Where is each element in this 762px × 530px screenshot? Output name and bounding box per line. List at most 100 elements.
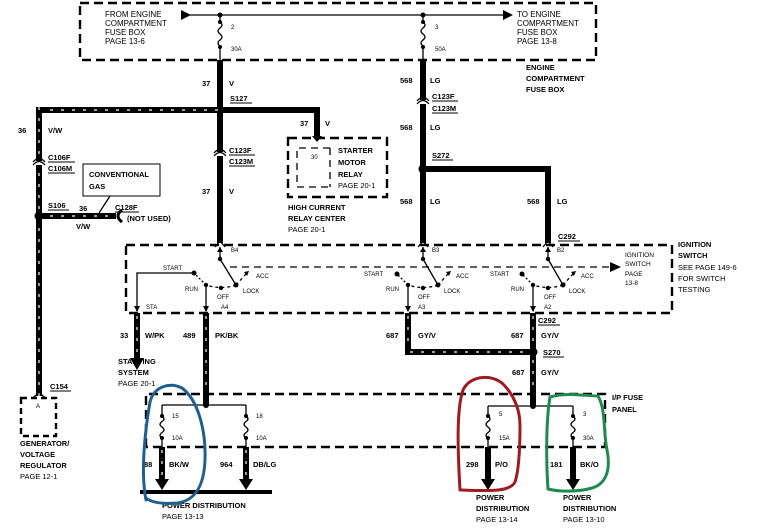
engine-fuse-box-title: COMPARTMENT [526,74,585,83]
bus-junction [203,402,209,408]
circuit-964: 964 DB/LG [220,447,276,490]
fuse-rating: 10A [172,436,183,442]
switch-blade [422,258,439,286]
ip-fuse-panel: I/P FUSE PANEL 15 10A 18 10A [144,392,643,449]
engine-fuse-box: FROM ENGINE COMPARTMENT FUSE BOX PAGE 13… [78,1,598,94]
acc-travel [437,273,449,286]
destination-page-ref[interactable]: PAGE 20-1 [118,379,155,388]
connector-c123-icon[interactable] [213,148,227,157]
switch-note: TESTING [678,285,711,294]
connector-label: C123F [432,92,455,101]
position-label-start: START [364,272,383,278]
splice-s270[interactable] [528,347,538,357]
wire-color: GY/V [418,331,436,340]
to-label-line: TO ENGINE [517,10,561,19]
generator-outline [19,396,58,438]
fuse-5[interactable]: 5 15A [485,406,510,447]
callout-text: CONVENTIONAL [89,170,149,179]
pin-label: B2 [557,248,565,254]
wire-number: 568 [400,197,413,206]
fuse-number: 2 [231,25,235,31]
wire-number: 489 [183,331,196,340]
from-label-line: FUSE BOX [105,28,146,37]
pin-arrow-icon [217,247,223,252]
destination-label: POWER DISTRIBUTION [162,501,246,510]
bus-junction [530,403,536,409]
wire-number: 568 [400,123,413,132]
destination-label: SYSTEM [118,368,149,377]
switch-note[interactable]: SEE PAGE 149-6 [678,263,737,272]
connector-label: C123M [432,104,456,113]
pin-arrow-icon [530,306,536,312]
connector-label: C123F [229,146,252,155]
fuse-symbol-icon [570,415,576,439]
connector-label: C154 [50,382,69,391]
destination-page-ref[interactable]: PAGE 13-10 [563,515,605,524]
circuit-687: 687 GY/V 687 GY/V C292 S270 687 GY/V [386,313,564,406]
ignition-switch[interactable]: B4 START RUN OFF LOCK ACC A4 STA B3 [124,239,737,315]
splice-s106[interactable] [34,211,44,221]
wire-color: LG [557,197,568,206]
splice-label: S127 [230,94,248,103]
wire-number: 298 [466,460,479,469]
switch-section-b4: B4 START RUN OFF LOCK ACC A4 STA [134,247,269,312]
component-page-ref[interactable]: PAGE 12-1 [20,472,57,481]
pin-arrow-icon [405,306,411,312]
engine-fuse-box-title: FUSE BOX [526,85,564,94]
destination-label: POWER [563,493,592,502]
connector-c106-icon[interactable] [32,157,46,166]
wire-number: 568 [400,76,413,85]
relay-page-ref[interactable]: PAGE 20-1 [338,181,375,190]
arrow-down-icon [155,479,169,490]
starter-motor-relay[interactable]: 30 STARTER MOTOR RELAY PAGE 20-1 HIGH CU… [286,136,389,234]
off-contact [545,285,551,291]
connector-c128f-icon[interactable] [116,208,123,224]
wire-number: 181 [550,460,563,469]
ip-fuse-panel-label: PANEL [612,405,637,414]
acc-contact-icon [446,271,451,276]
to-page-ref[interactable]: PAGE 13-8 [517,37,557,46]
ip-fuse-panel-label: I/P FUSE [612,393,643,402]
switch-blade [547,258,564,286]
fuse-rating: 10A [256,436,267,442]
pin-label: A3 [418,305,426,311]
relay-outline [296,147,330,188]
high-current-relay-center-outline [286,136,389,199]
splice-label: S106 [48,201,66,210]
wire-color: V [229,187,234,196]
wire-number: 687 [511,331,524,340]
wire-568-branch[interactable] [423,166,551,243]
connector-c123-icon[interactable] [416,96,430,105]
start-contact [394,271,400,277]
switch-ref-line: PAGE [625,271,643,278]
destination-page-ref[interactable]: PAGE 13-13 [162,512,204,521]
position-label-off: OFF [217,295,229,301]
relay-name: STARTER [338,146,373,155]
generator-voltage-regulator[interactable]: A C154 GENERATOR/ VOLTAGE REGULATOR PAGE… [19,382,71,481]
circuit-36: 36 V/W C106F C106M CONVENTIONAL GAS S106… [18,107,220,396]
fuse-15[interactable]: 15 10A [159,405,183,447]
switch-page-ref[interactable]: 13-8 [625,280,638,287]
not-used-label: (NOT USED) [127,214,171,223]
annotation-loop-green [545,392,610,493]
position-label-acc: ACC [581,274,594,280]
circuit-568: 568 LG C123F C123M 568 LG S272 568 LG 56… [400,60,580,243]
circuit-181: 181 BK/O POWER DISTRIBUTION PAGE 13-10 [550,447,616,524]
wire-color: V/W [48,126,63,135]
wire-37-relay-feed[interactable] [220,107,320,136]
from-page-ref[interactable]: PAGE 13-6 [105,37,145,46]
relay-center-page-ref[interactable]: PAGE 20-1 [288,225,325,234]
switch-blade [219,258,237,286]
pin-label: A [36,404,40,410]
start-lead [136,272,194,311]
fuse-18[interactable]: 18 10A [243,405,267,447]
connector-label: C106M [48,164,72,173]
ignition-switch-outline [124,243,674,315]
fuse-3-ip[interactable]: 3 30A [570,406,594,447]
fuse-number: 3 [583,412,587,418]
splice-s272[interactable] [418,164,428,174]
destination-page-ref[interactable]: PAGE 13-14 [476,515,518,524]
wire-color: W/PK [145,331,165,340]
position-label-acc: ACC [456,274,469,280]
